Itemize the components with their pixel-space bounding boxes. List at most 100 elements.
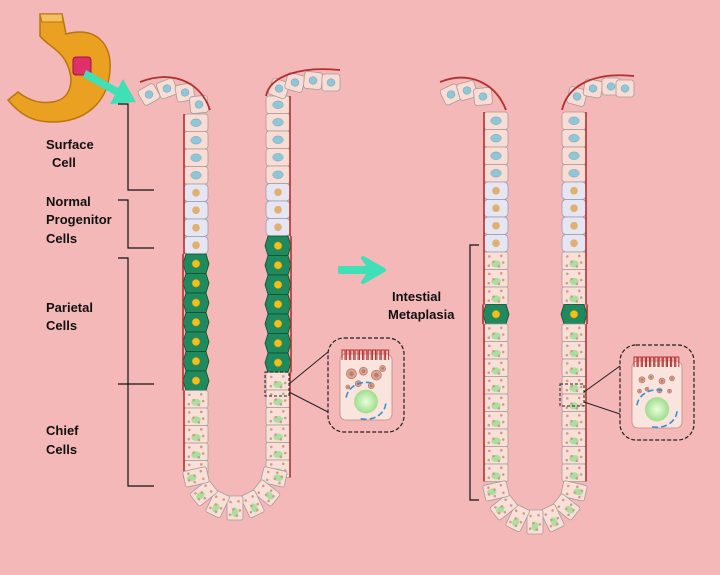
chief-cell xyxy=(483,411,509,430)
bracket-parietal xyxy=(118,257,154,385)
surface-cell xyxy=(321,73,341,92)
chief-cell xyxy=(226,495,244,521)
progenitor-cell xyxy=(483,199,509,218)
surface-cell xyxy=(561,111,587,130)
chief-cell xyxy=(189,479,218,507)
chief-cell xyxy=(265,424,291,443)
chief-cell xyxy=(561,376,587,395)
chief-cell xyxy=(483,376,509,395)
parietal-cell xyxy=(560,304,588,325)
chief-cell xyxy=(183,442,209,461)
surface-cell xyxy=(456,80,478,101)
chief-cell xyxy=(483,463,509,482)
surface-cell xyxy=(265,113,291,132)
surface-cell xyxy=(183,166,209,185)
progenitor-cell xyxy=(561,181,587,200)
chief-cell xyxy=(483,358,509,377)
progenitor-cell xyxy=(183,218,209,237)
chief-cell xyxy=(526,509,544,535)
progenitor-cell xyxy=(265,183,291,202)
bracket-progenitor xyxy=(118,199,154,249)
chief-cell xyxy=(483,446,509,465)
label-chief-cells: Chief Cells xyxy=(46,423,82,457)
progenitor-cell xyxy=(483,234,509,253)
progenitor-cell xyxy=(483,181,509,200)
surface-cell xyxy=(439,83,463,106)
chief-cell xyxy=(183,390,209,409)
parietal-cell xyxy=(264,352,292,373)
parietal-cell xyxy=(264,235,292,256)
surface-cell xyxy=(284,72,306,93)
surface-cell xyxy=(483,129,509,148)
surface-cell xyxy=(265,130,291,149)
progenitor-cell xyxy=(265,200,291,219)
label-surface-cell: Surface Cell xyxy=(46,137,97,170)
progenitor-cell xyxy=(183,183,209,202)
surface-cell xyxy=(582,78,604,99)
chief-cell xyxy=(561,446,587,465)
transition-arrow-icon xyxy=(338,256,386,284)
chief-cell xyxy=(483,323,509,342)
chief-cell xyxy=(483,269,509,288)
parietal-cell xyxy=(264,274,292,295)
surface-cell xyxy=(265,148,291,167)
parietal-cell xyxy=(264,294,292,315)
bracket-metaplasia xyxy=(469,244,479,501)
surface-cell xyxy=(183,113,209,132)
chief-cell xyxy=(561,251,587,270)
surface-cell xyxy=(183,148,209,167)
parietal-cell xyxy=(182,331,210,352)
gland-cells xyxy=(137,68,635,535)
progenitor-cell xyxy=(265,218,291,237)
chief-cell xyxy=(540,504,565,533)
parietal-cell xyxy=(264,255,292,276)
chief-cell xyxy=(265,407,291,426)
chief-cell xyxy=(205,490,230,519)
parietal-cell xyxy=(264,333,292,354)
parietal-cell xyxy=(482,304,510,325)
surface-cell xyxy=(303,71,323,90)
parietal-cell xyxy=(182,273,210,294)
surface-cell xyxy=(483,111,509,130)
surface-cell xyxy=(483,146,509,165)
label-intestinal-metaplasia: Intestial Metaplasia xyxy=(388,289,455,322)
stomach-icon xyxy=(6,13,111,123)
chief-cell xyxy=(561,428,587,447)
zoomed-metaplastic-cell xyxy=(619,344,695,441)
chief-cell xyxy=(561,411,587,430)
chief-cell xyxy=(561,463,587,482)
parietal-cell xyxy=(182,292,210,313)
chief-cell xyxy=(265,442,291,461)
chief-cell xyxy=(182,466,210,488)
zoom-source-right xyxy=(559,383,585,407)
progenitor-cell xyxy=(561,199,587,218)
parietal-cell xyxy=(182,253,210,274)
brackets xyxy=(118,103,479,501)
chief-cell xyxy=(483,341,509,360)
surface-cell xyxy=(561,164,587,183)
parietal-cell xyxy=(182,351,210,372)
chief-cell xyxy=(483,286,509,305)
progenitor-cell xyxy=(561,216,587,235)
chief-cell xyxy=(483,428,509,447)
label-normal-progenitor-cells: Normal Progenitor Cells xyxy=(46,194,115,246)
bracket-chief xyxy=(118,383,154,487)
progenitor-cell xyxy=(183,201,209,220)
surface-cell xyxy=(137,83,161,106)
progenitor-cell xyxy=(183,236,209,255)
surface-cell xyxy=(483,164,509,183)
parietal-cell xyxy=(182,312,210,333)
chief-cell xyxy=(252,479,281,507)
bracket-surface xyxy=(118,103,154,191)
chief-cell xyxy=(561,393,587,412)
chief-cell xyxy=(561,358,587,377)
chief-cell xyxy=(505,504,530,533)
chief-cell xyxy=(265,389,291,408)
progenitor-cell xyxy=(561,234,587,253)
surface-cell xyxy=(601,77,621,96)
surface-cell xyxy=(473,87,493,106)
surface-cell xyxy=(156,77,178,100)
chief-cell xyxy=(561,269,587,288)
surface-cell xyxy=(265,165,291,184)
